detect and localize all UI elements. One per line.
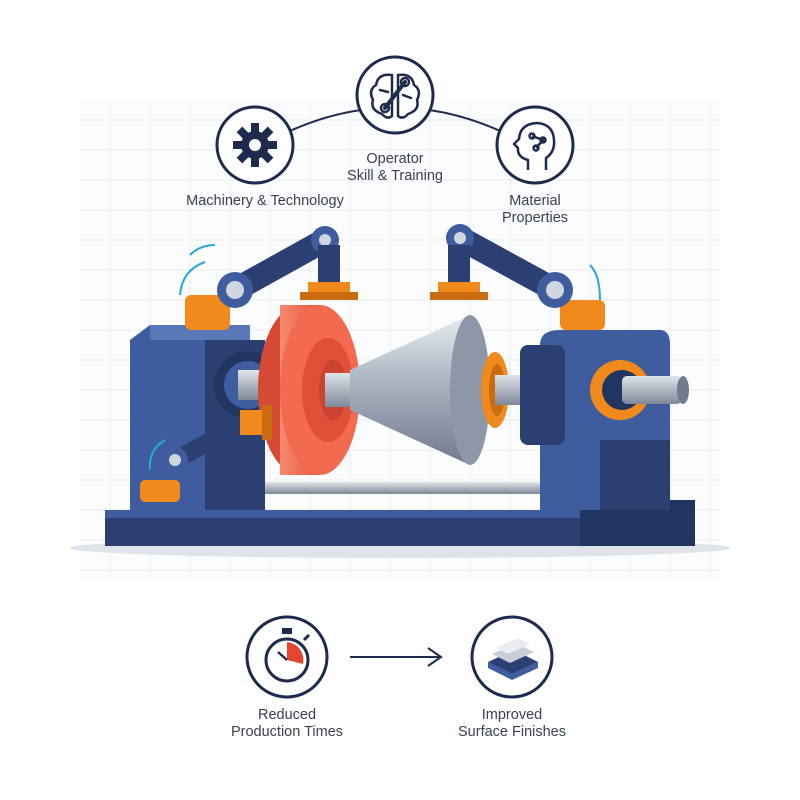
cone-workpiece xyxy=(325,315,540,465)
outcome-time-badge xyxy=(245,615,329,699)
factor-material-label: Material Properties xyxy=(501,193,569,226)
brain-wrench-icon xyxy=(369,73,421,119)
stopwatch-icon xyxy=(264,628,311,683)
factor-operator-badge xyxy=(355,55,435,135)
robot-arm-upper-left xyxy=(179,226,358,330)
right-tailstock xyxy=(520,330,689,510)
factor-machinery-badge xyxy=(215,105,295,185)
gear-icon xyxy=(233,123,277,167)
robot-arm-upper-right xyxy=(430,224,605,330)
outcome-finish-label: Improved Surface Finishes xyxy=(458,707,566,740)
outcome-arrow xyxy=(350,647,443,667)
outcome-time-label: Reduced Production Times xyxy=(230,707,344,740)
factor-material-badge xyxy=(495,105,575,185)
layered-surface-icon xyxy=(488,638,538,680)
left-headstock xyxy=(130,325,288,510)
robot-arm-lower-left xyxy=(140,405,272,502)
factor-operator-label: Operator Skill & Training xyxy=(347,151,443,184)
slide-rod xyxy=(245,482,565,494)
factor-machinery-label: Machinery & Technology xyxy=(186,193,344,209)
outcome-finish-badge xyxy=(470,615,554,699)
head-circuit-icon xyxy=(512,121,556,170)
